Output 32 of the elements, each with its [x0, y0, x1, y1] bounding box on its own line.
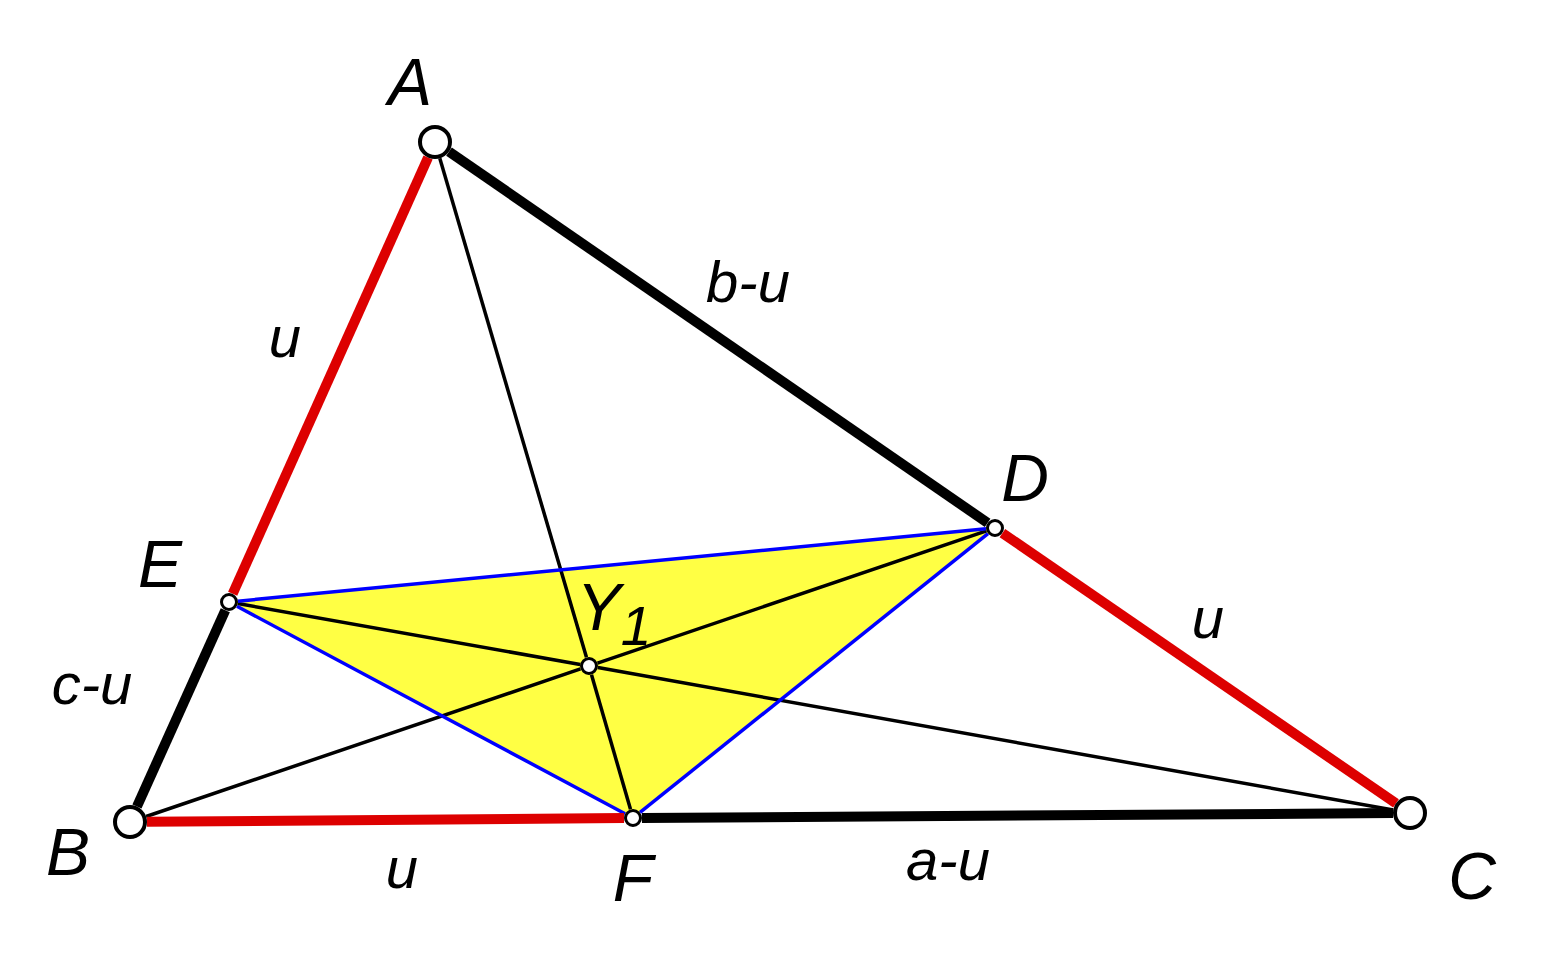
point-marker	[220, 593, 238, 611]
point-marker	[624, 809, 642, 827]
segment-label: u	[385, 839, 419, 897]
point-marker	[1393, 796, 1427, 830]
segment-label: u	[268, 308, 302, 366]
line-segment	[237, 601, 581, 667]
line-segment	[146, 813, 625, 827]
point-label: E	[138, 531, 182, 597]
line-segment	[145, 667, 582, 819]
point-marker	[418, 125, 452, 159]
point-label: F	[612, 845, 654, 911]
line-segment	[638, 532, 990, 814]
line-segment	[999, 528, 1399, 808]
line-segment	[438, 157, 589, 658]
line-segment	[132, 608, 230, 809]
line-segment	[596, 529, 988, 665]
point-label: C	[1448, 843, 1496, 909]
point-marker	[986, 519, 1004, 537]
line-segment	[446, 147, 991, 527]
line-segment	[237, 527, 987, 603]
line-segment	[236, 604, 626, 816]
point-label: B	[46, 819, 90, 885]
point-marker	[113, 805, 147, 839]
segment-label: b-u	[706, 253, 790, 311]
line-segment	[228, 155, 433, 596]
segment-label: u	[1191, 589, 1225, 647]
line-segment	[589, 674, 633, 810]
line-segment	[641, 808, 1394, 823]
segment-label: c-u	[51, 655, 133, 713]
point-label: D	[1001, 445, 1049, 511]
point-label: Y$_{1}$	[576, 574, 652, 654]
segment-label: a-u	[906, 831, 990, 889]
